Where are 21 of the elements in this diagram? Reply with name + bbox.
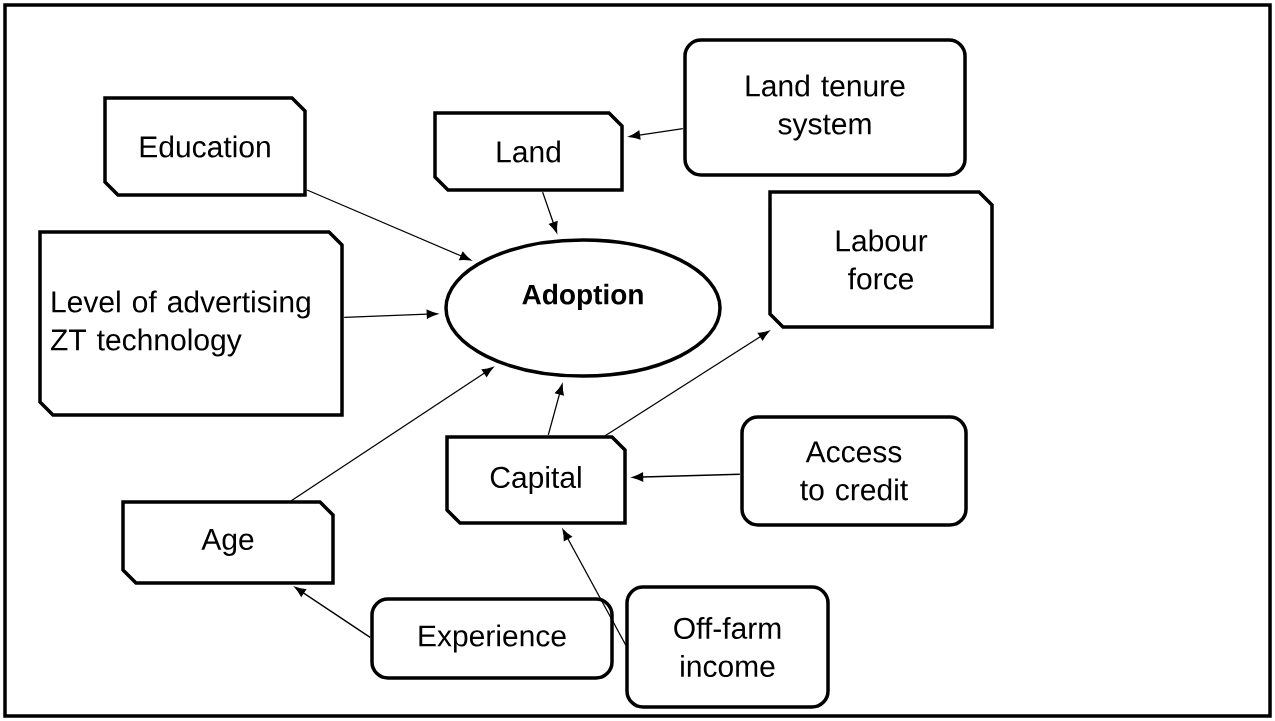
ellipse-node: Adoption (444, 238, 722, 378)
arrow (306, 189, 471, 261)
arrow (343, 309, 438, 319)
arrow (294, 586, 371, 639)
snipped-box: Capital (445, 435, 627, 525)
snipped-box: Level of advertising ZT technology (38, 230, 344, 417)
rounded-box: Experience (370, 597, 614, 680)
arrow (562, 529, 627, 646)
snipped-box: Age (121, 500, 335, 585)
snipped-box: Education (103, 96, 307, 197)
arrow (290, 367, 494, 502)
arrow (542, 191, 558, 233)
rounded-box: Access to credit (740, 415, 968, 527)
rounded-box: Off-farm income (625, 585, 830, 709)
arrow (629, 127, 684, 140)
rounded-box: Land tenure system (683, 38, 967, 177)
arrow (604, 330, 770, 437)
snipped-box: Land (433, 111, 624, 192)
arrow (547, 383, 564, 436)
arrow (632, 472, 741, 482)
snipped-box: Labour force (768, 190, 994, 329)
